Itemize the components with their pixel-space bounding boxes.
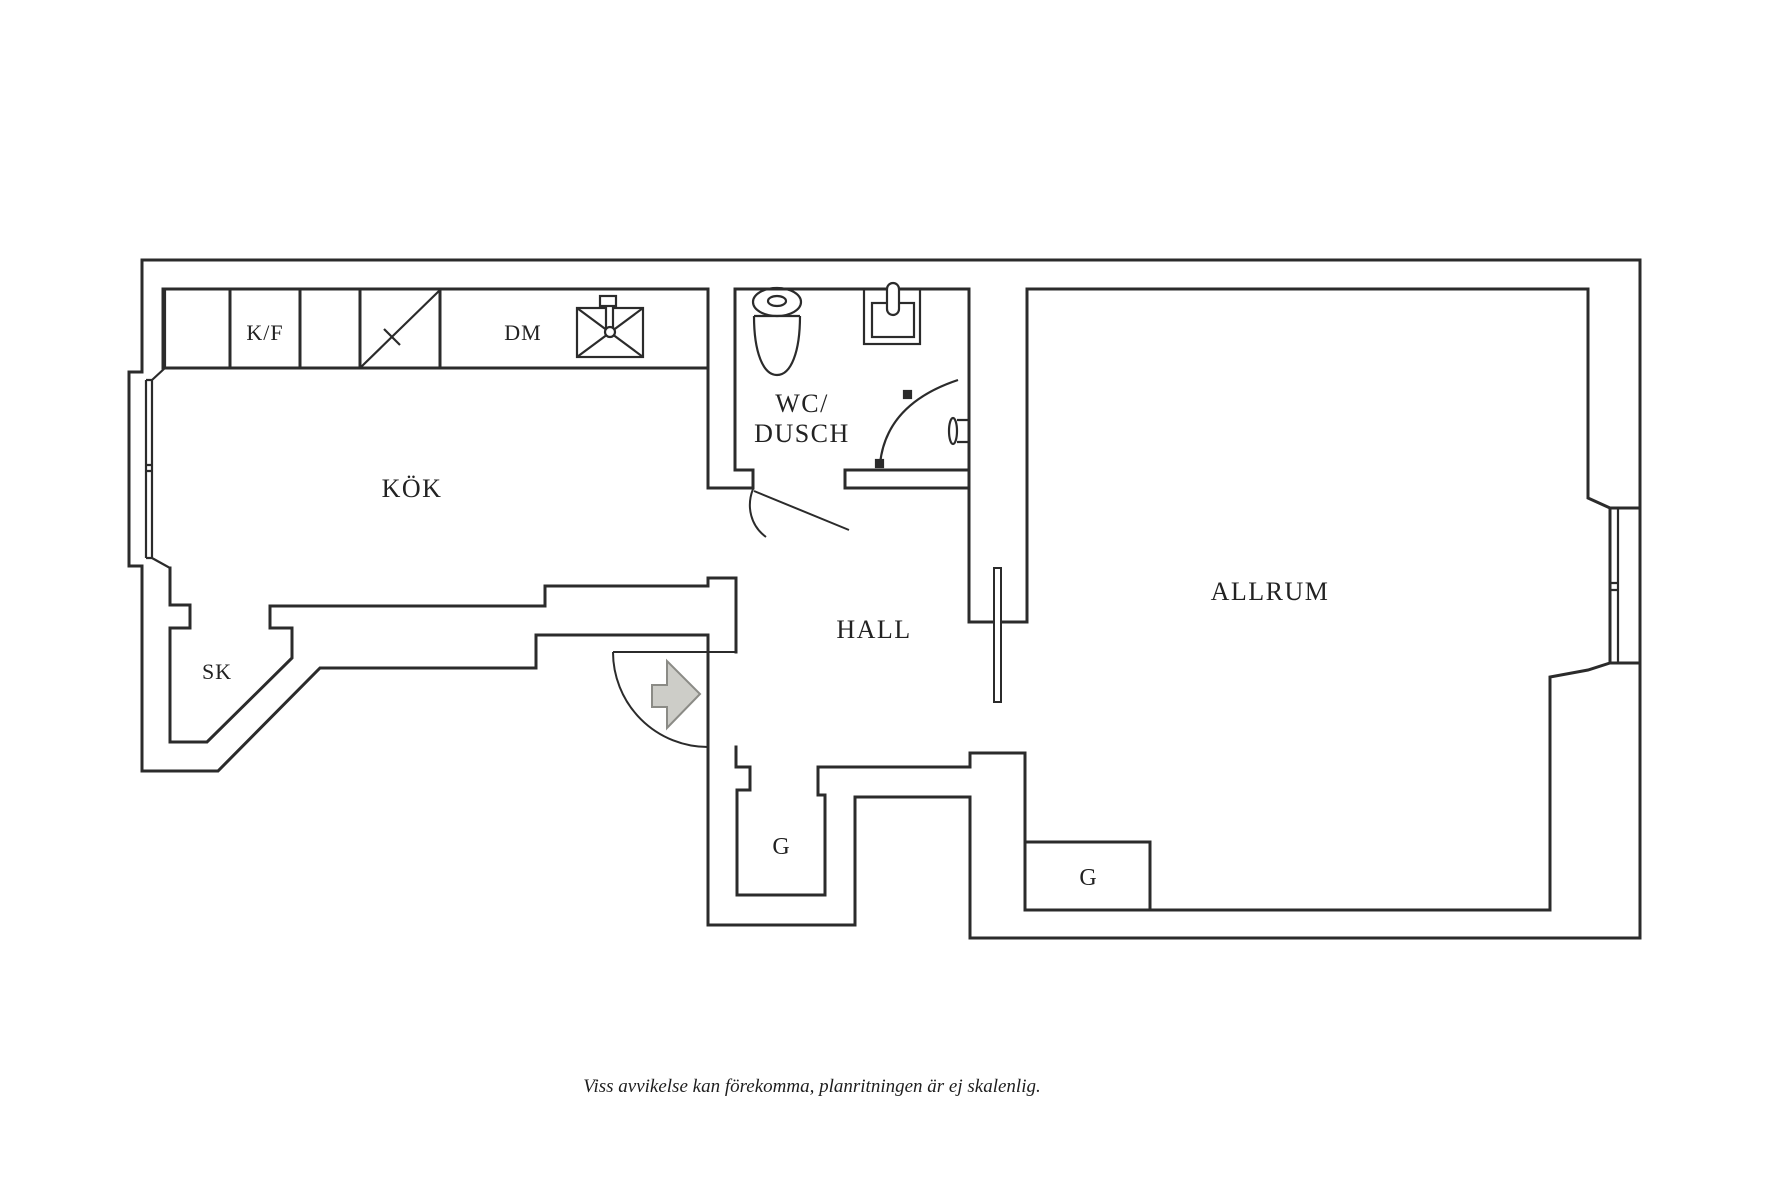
bathroom-sink-icon: [862, 281, 922, 346]
bathroom-west-wall: [706, 287, 755, 490]
shower-icon: [874, 378, 969, 469]
kitchen-window-icon: [144, 289, 171, 569]
room-label-livingroom: ALLRUM: [1211, 577, 1330, 606]
livingroom-inner-walls: [1023, 287, 1642, 912]
labels: K/F DM KÖK SK WC/ DUSCH HALL ALLRUM G G: [202, 320, 1330, 891]
kitchen-counter: [161, 287, 710, 370]
livingroom-door-leaf: [993, 567, 1002, 703]
doors: [612, 488, 1002, 748]
hall-livingroom-wall: [967, 287, 1590, 624]
bathroom-south-wall: [843, 468, 971, 490]
fridge-freezer-label: K/F: [246, 320, 283, 345]
bathroom-door-swing-icon: [748, 488, 850, 538]
livingroom-closet-walls: [1025, 840, 1152, 912]
kitchen-south-wall: [268, 576, 738, 654]
windows: [144, 289, 1620, 663]
entry-arrow: [651, 658, 702, 731]
bathroom-fixtures: [751, 281, 969, 469]
room-label-hall: HALL: [836, 615, 911, 644]
room-label-closet-hall: G: [772, 834, 789, 860]
entry-arrow-icon: [651, 658, 702, 731]
disclaimer-caption: Viss avvikelse kan förekomma, planritnin…: [583, 1076, 1041, 1097]
toilet-icon: [751, 286, 803, 377]
room-label-kitchen: KÖK: [382, 474, 443, 503]
livingroom-window-icon: [1610, 508, 1620, 663]
entry-door-swing-icon: [612, 651, 736, 748]
kitchen-sink-icon: [575, 294, 645, 359]
room-label-bathroom-line2: DUSCH: [754, 419, 850, 448]
dishwasher-label: DM: [504, 320, 541, 345]
room-label-bathroom-line1: WC/: [775, 389, 829, 418]
outer-wall: [127, 258, 1642, 940]
stove-icon: [359, 289, 441, 369]
hall-closet-walls: [734, 745, 1027, 912]
room-label-sk: SK: [202, 659, 232, 684]
sk-closet-walls: [168, 566, 294, 744]
room-label-closet-living: G: [1079, 865, 1096, 891]
walls: [127, 258, 1642, 940]
kitchen-fixtures: [359, 289, 645, 369]
